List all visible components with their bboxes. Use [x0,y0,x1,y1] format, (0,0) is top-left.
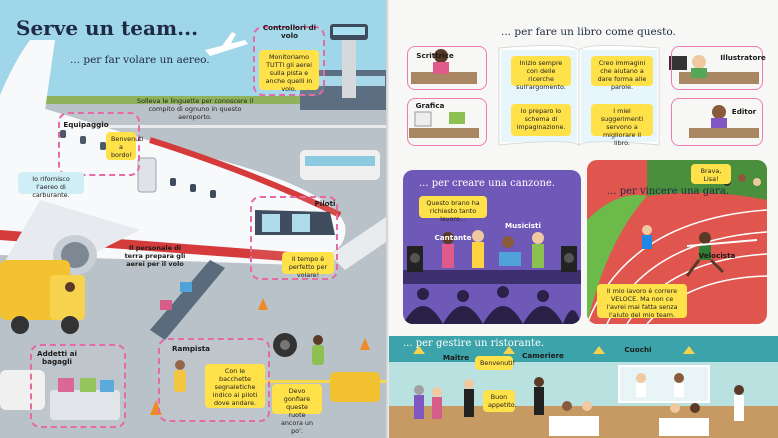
crew-label: Equipaggio [63,120,109,129]
writer-panel [407,46,487,90]
restaurant-illustration [389,346,778,438]
race-speech-top: Brava, Lisa! [691,164,731,184]
waiter-label: Cameriere [522,351,564,360]
illustrator-panel [671,46,763,90]
ramp-label: Rampista [171,344,211,353]
race-heading: ... per vincere una gara. [607,186,729,197]
airport-page: Serve un team... ... per far volare un a… [0,0,389,438]
welcome-speech: Benvenuti! [475,356,515,370]
ground-staff-text: Il personale di terra prepara gli aerei … [124,244,186,269]
airplane [0,40,346,300]
writer-speech: Inizio sempre con delle ricerche sull'ar… [511,56,571,91]
musicians-label: Musicisti [505,221,541,230]
race-speech: Il mio lavoro è correre VELOCE. Ma non c… [597,284,687,319]
intro-text: Solleva le linguette per conoscere il co… [136,96,254,121]
refuel-speech: Io rifornisco l'aereo di carburante. [18,172,84,199]
control-tower-label: Controllori di volo [262,23,317,40]
song-panel [403,170,581,324]
page-subtitle: ... per far volare un aereo. [70,54,210,66]
chefs-label: Cuochi [624,345,652,354]
baggage-flap[interactable] [30,344,126,428]
writer-label: Scrittrice [416,51,454,60]
ramp-speech: Con le bacchette segnaletiche indico ai … [205,364,265,408]
pilots-speech: Il tempo è perfetto per volare! [282,252,334,279]
control-tower-speech: Monitoriamo TUTTI gli aerei sulla pista … [259,50,319,93]
small-plane-icon [205,32,248,56]
teams-page: ... per fare un libro come questo. [389,0,778,438]
song-speech: Questo brano ha richiesto tanto lavoro..… [419,196,487,223]
baggage-label: Addetti ai bagagli [37,349,77,366]
concert-illustration [403,230,581,324]
enjoy-speech: Buon appetito. [483,390,517,412]
race-role-label: Velocista [698,251,736,260]
editor-panel [671,98,763,146]
restaurant-heading: ... per gestire un ristorante. [403,338,545,349]
tyre-speech: Devo gonfiare queste ruote ancora un po'… [272,384,322,435]
graphic-speech: Io preparo lo schema di impaginazione. [511,104,571,136]
graphic-label: Grafica [415,101,445,110]
crew-speech: Benvenuti a bordo! [106,132,143,160]
book-heading: ... per fare un libro come questo. [501,26,676,38]
illustrator-speech: Creo immagini che aiutano a dare forma a… [591,56,653,91]
singer-label: Cantante [434,233,472,242]
editor-label: Editor [731,107,757,116]
illustrator-label: Illustratore [720,53,766,62]
maitre-label: Maître [442,353,470,362]
song-heading: ... per creare una canzone. [419,178,555,189]
page-title: Serve un team... [16,16,199,40]
graphic-panel [407,98,487,146]
restaurant-panel [389,336,778,438]
editor-speech: I miei suggerimenti servono a migliorare… [591,104,653,147]
pilots-label: Piloti [314,199,336,208]
